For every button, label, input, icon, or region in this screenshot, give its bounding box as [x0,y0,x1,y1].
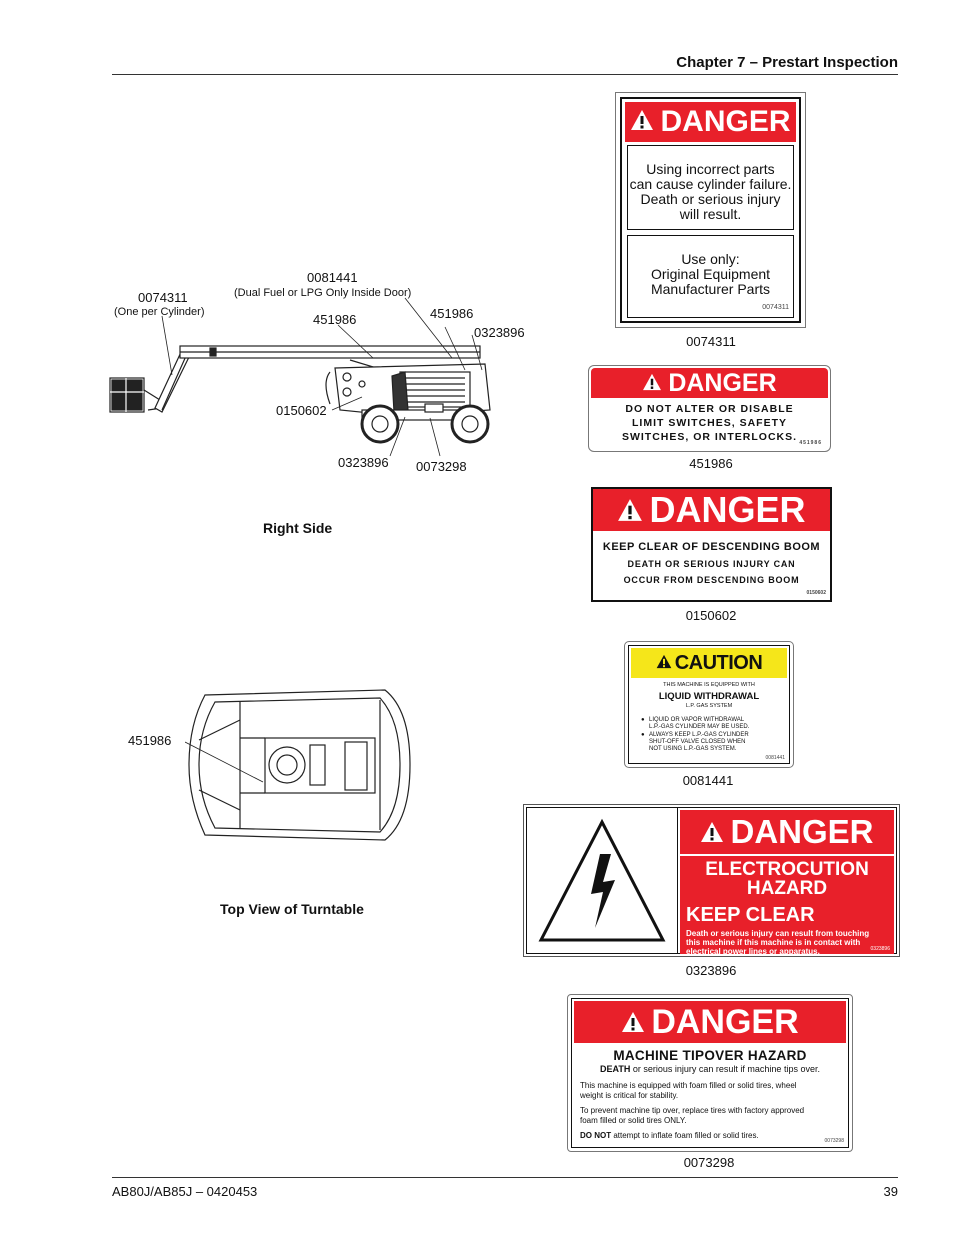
decal-text: LIQUID WITHDRAWAL [658,691,760,702]
decal-text: KEEP CLEAR OF DESCENDING BOOM [602,541,821,553]
decal-451986: DANGER DO NOT ALTER OR DISABLE LIMIT SWI… [588,365,831,452]
caption-0081441: 0081441 [682,773,734,788]
decal-title: MACHINE TIPOVER HAZARD [613,1048,807,1063]
label-0081441-sub: (Dual Fuel or LPG Only Inside Door) [234,287,412,299]
decal-text: foam filled or solid tires ONLY. [580,1116,687,1125]
header-rule [112,74,898,75]
decal-0323896: DANGER ELECTROCUTION HAZARD KEEP CLEAR D… [523,804,900,957]
warning-triangle-icon [656,652,672,675]
caption-turntable: Top View of Turntable [220,901,364,917]
decal-text: LIQUID OR VAPOR WITHDRAWAL [649,717,745,723]
decal-text: Original Equipment [650,266,771,282]
decal-text: this machine if this machine is in conta… [686,938,861,947]
decal-code: 0323896 [870,946,890,952]
label-0074311: 0074311 [138,290,188,305]
decal-code: 0074311 [762,304,789,311]
decal-0073298: DANGER MACHINE TIPOVER HAZARD DEATH or s… [567,994,853,1152]
decal-text: electrical power lines or apparatus. [686,947,820,956]
decal-text: DEATH or serious injury can result if ma… [600,1064,820,1074]
decal-text: Use only: [681,251,740,267]
decal-text: To prevent machine tip over, replace tir… [580,1106,805,1115]
chapter-title: Chapter 7 – Prestart Inspection [676,54,898,71]
boom-lift-drawing [109,297,491,457]
decal-text: will result. [679,206,742,222]
decal-text: SWITCHES, OR INTERLOCKS. [621,431,798,443]
label-turntable-451986: 451986 [128,733,172,748]
warning-triangle-icon [630,105,654,139]
footer-rule [112,1177,898,1178]
decal-text: SHUT-OFF VALVE CLOSED WHEN [649,739,746,745]
decal-text: NOT USING L.P.-GAS SYSTEM. [649,746,737,752]
label-0074311-sub: (One per Cylinder) [114,306,205,318]
turntable-drawing [184,689,411,841]
caption-0150602: 0150602 [685,608,737,623]
caption-right-side: Right Side [263,520,333,536]
page-number: 39 [883,1184,898,1199]
caption-0074311: 0074311 [686,334,736,349]
high-voltage-icon [538,818,666,941]
decal-code: 0150602 [806,590,826,596]
label-451986-b: 451986 [430,306,474,321]
bullet-icon: ● [641,732,645,738]
warning-triangle-icon [642,369,662,398]
decal-text: L.P.-GAS CYLINDER MAY BE USED. [649,724,750,730]
decal-text: L.P. GAS SYSTEM [685,703,733,709]
decal-text: Death or serious injury [640,191,781,207]
decal-text: ALWAYS KEEP L.P.-GAS CYLINDER [649,732,749,738]
label-0323896-a: 0323896 [474,325,525,340]
warning-triangle-icon [621,1003,645,1042]
label-0073298: 0073298 [416,459,467,474]
caption-451986: 451986 [689,456,733,471]
label-0081441: 0081441 [307,270,358,285]
decal-0150602: DANGER KEEP CLEAR OF DESCENDING BOOM DEA… [591,487,832,602]
decal-code: 451986 [799,440,822,446]
decal-text: DO NOT attempt to inflate foam filled or… [580,1131,759,1140]
decal-text: Death or serious injury can result from … [686,929,870,938]
decal-code: 0073298 [824,1138,844,1144]
decal-text: KEEP CLEAR [686,904,815,926]
decal-text: can cause cylinder failure. [629,176,792,192]
decal-text: This machine is equipped with foam fille… [580,1081,797,1090]
warning-triangle-icon [700,813,724,851]
danger-banner: DANGER [574,1001,846,1043]
decal-text: Using incorrect parts [646,161,775,177]
decal-text: DO NOT ALTER OR DISABLE [625,403,794,415]
danger-banner: DANGER [593,489,830,531]
decal-text: DEATH OR SERIOUS INJURY CAN [627,559,796,569]
danger-banner: DANGER [625,102,796,142]
caption-0073298: 0073298 [683,1155,735,1170]
right-side-figure [100,260,520,500]
footer-model: AB80J/AB85J – 0420453 [112,1184,258,1199]
label-0323896-b: 0323896 [338,455,389,470]
decal-text: HAZARD [746,878,828,899]
decal-0081441: CAUTION THIS MACHINE IS EQUIPPED WITH LI… [624,641,794,768]
decal-text: weight is critical for stability. [580,1091,679,1100]
decal-text: OCCUR FROM DESCENDING BOOM [623,575,800,585]
decal-text: THIS MACHINE IS EQUIPPED WITH [663,682,755,688]
label-0150602: 0150602 [276,403,327,418]
warning-triangle-icon [617,489,643,531]
label-451986-a: 451986 [313,312,357,327]
electrocution-symbol [527,808,678,953]
decal-code: 0081441 [765,755,785,761]
danger-banner: DANGER [591,368,828,398]
danger-banner: DANGER [680,810,894,854]
caption-0323896: 0323896 [685,963,737,978]
decal-text: ELECTROCUTION [705,859,869,880]
decal-0074311: DANGER Using incorrect parts can cause c… [615,92,806,328]
turntable-figure [184,680,415,850]
decal-text: LIMIT SWITCHES, SAFETY [632,417,787,429]
decal-text: Manufacturer Parts [650,281,771,297]
bullet-icon: ● [641,717,645,723]
caution-banner: CAUTION [631,648,787,678]
